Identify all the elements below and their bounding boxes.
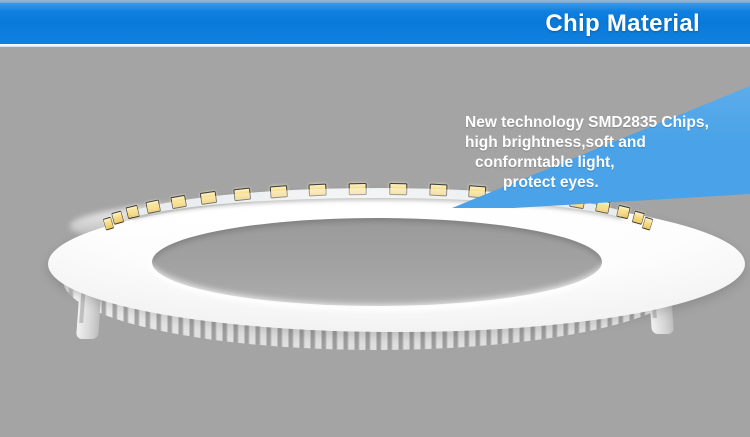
led-pcb-highlight	[104, 188, 650, 270]
callout-line-4: protect eyes.	[503, 174, 599, 191]
header-top-accent-line	[0, 0, 750, 3]
callout-line-1: New technology SMD2835 Chips,	[465, 114, 709, 131]
header-bar	[0, 3, 750, 44]
header-band: Chip Material	[0, 0, 750, 50]
page-title: Chip Material	[545, 10, 700, 37]
led-strip	[102, 182, 654, 270]
callout-text-block: New technology SMD2835 Chips, high brigh…	[465, 113, 750, 193]
header-bottom-divider	[0, 44, 750, 47]
callout-line-2: high brightness,soft and	[465, 134, 646, 151]
callout-line-3: conformtable light,	[475, 154, 615, 171]
